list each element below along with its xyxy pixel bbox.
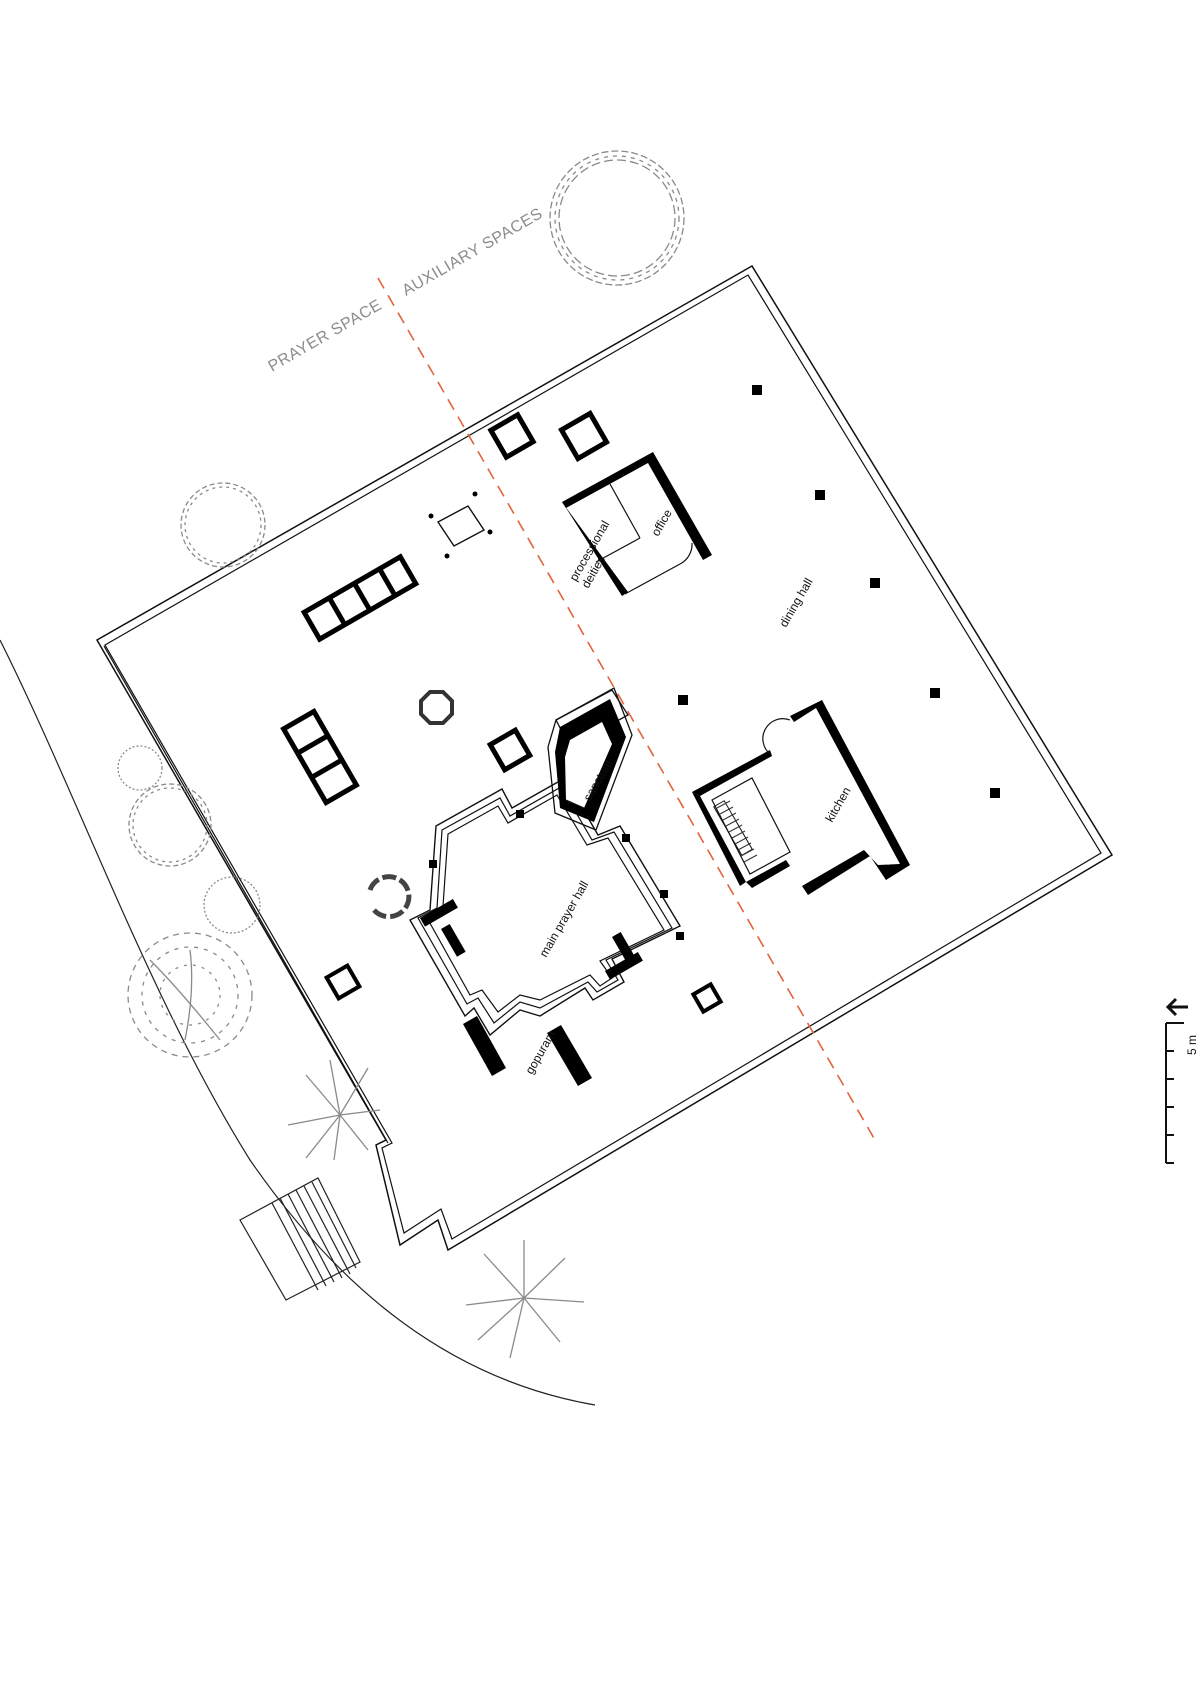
tree-icon: [549, 150, 685, 286]
flagstaff-pavilion: [428, 491, 493, 559]
svg-text:dining hall: dining hall: [776, 576, 815, 630]
kitchen-label: kitchen: [822, 785, 853, 825]
site-boundary-curve: [0, 639, 596, 1406]
octagon-shrine: [419, 690, 454, 725]
tree-icon: [180, 482, 266, 568]
gopuram: [463, 1016, 592, 1086]
office-label: office: [648, 507, 675, 539]
small-shrine: [487, 411, 537, 461]
dining-hall-label: dining hall: [776, 576, 815, 630]
svg-text:office: office: [648, 507, 675, 539]
main-prayer-hall-label: main prayer hall: [536, 879, 591, 960]
auxiliary-spaces-label: AUXILIARY SPACES: [400, 205, 546, 299]
kitchen-staircase: [711, 777, 791, 875]
office-block: [562, 452, 712, 596]
shrine-row-top: [300, 553, 420, 643]
circular-shrine: [367, 874, 412, 920]
scale-label: 5 m: [1185, 1035, 1199, 1055]
north-arrow-icon: [1165, 997, 1188, 1017]
palm-tree-icon: [287, 1059, 381, 1161]
dining-hall-columns: [678, 385, 1000, 798]
palm-tree-icon: [465, 1240, 585, 1359]
svg-text:AUXILIARY SPACES: AUXILIARY SPACES: [400, 205, 546, 299]
svg-text:gopuram: gopuram: [522, 1028, 558, 1076]
small-shrine: [690, 981, 724, 1015]
prayer-space-label: PRAYER SPACE: [266, 297, 385, 376]
shrub-icon: [117, 745, 261, 934]
kitchen-block: [692, 700, 910, 895]
tree-icon: [127, 932, 253, 1058]
scale-bar: [1165, 1022, 1184, 1164]
shrine-row-left: [280, 708, 360, 806]
svg-text:kitchen: kitchen: [822, 785, 853, 825]
svg-text:main prayer hall: main prayer hall: [536, 879, 591, 960]
small-shrine: [486, 726, 534, 774]
small-shrine: [558, 410, 610, 462]
zone-divider-line: [377, 277, 876, 1141]
small-shrine: [323, 962, 363, 1002]
main-prayer-hall: [409, 777, 684, 1037]
gopuram-label: gopuram: [522, 1028, 558, 1076]
svg-text:5 m: 5 m: [1185, 1035, 1199, 1055]
svg-text:PRAYER SPACE: PRAYER SPACE: [266, 297, 385, 376]
building-outline: [95, 264, 1114, 1252]
sanctum: [547, 687, 633, 831]
entrance-stairs: [239, 1177, 361, 1301]
